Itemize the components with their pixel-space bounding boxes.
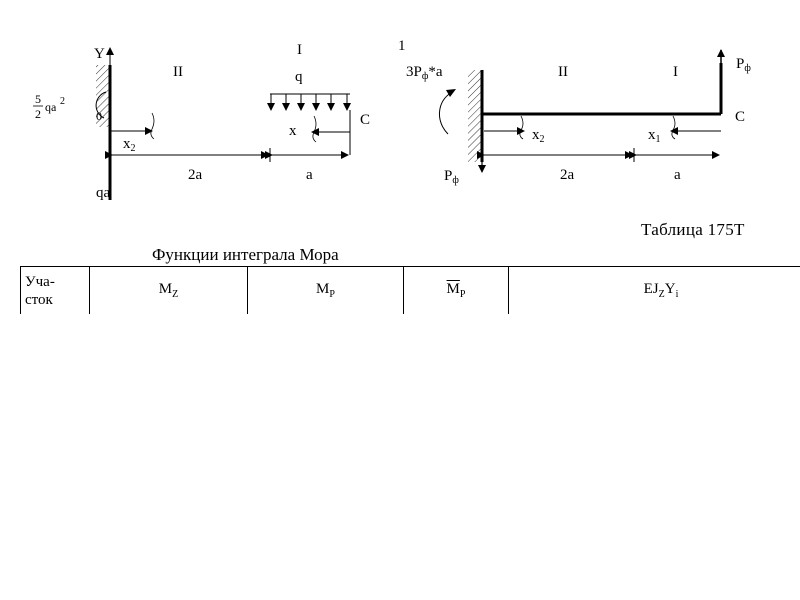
header-ejy-sub-z: Z bbox=[658, 289, 665, 300]
page-number: 1 bbox=[398, 38, 406, 54]
header-area: Уча- сток bbox=[20, 266, 90, 314]
left-span-short: a bbox=[306, 167, 313, 183]
left-reaction: qa bbox=[96, 185, 111, 201]
right-span-short: a bbox=[674, 167, 681, 183]
header-mp-sub: P bbox=[329, 289, 335, 300]
origin-label: 0 bbox=[96, 109, 102, 123]
right-moment-arc bbox=[439, 91, 453, 135]
moment-arc bbox=[95, 91, 107, 119]
header-area-line1: Уча- bbox=[25, 273, 55, 290]
x2-label: x2 bbox=[123, 136, 136, 154]
moment-frac-den: 2 bbox=[35, 107, 41, 121]
moment-frac-num: 5 bbox=[35, 92, 41, 106]
left-section-1: I bbox=[297, 42, 302, 58]
header-mp: MP bbox=[247, 266, 404, 314]
right-moment-head bbox=[446, 89, 456, 97]
x-label: x bbox=[289, 123, 297, 139]
left-span-long: 2a bbox=[188, 167, 203, 183]
right-moment-label: 3Pф*a bbox=[406, 64, 443, 82]
header-mp-bar: MP bbox=[403, 266, 509, 314]
header-area-line2: сток bbox=[25, 291, 53, 308]
header-mz-sub: Z bbox=[172, 289, 179, 300]
left-scheme: Y 5 2 qa 2 0 II I q C x x2 bbox=[33, 42, 370, 201]
right-section-1: I bbox=[673, 64, 678, 80]
right-section-2: II bbox=[558, 64, 568, 80]
header-mz: MZ bbox=[89, 266, 248, 314]
right-x1-cut bbox=[671, 115, 676, 140]
table-title: Функции интеграла Мора bbox=[152, 245, 339, 264]
header-ejy: EJZYi bbox=[508, 266, 800, 314]
left-section-2: II bbox=[173, 64, 183, 80]
header-mz-main: M bbox=[158, 281, 173, 297]
left-wall-hatch bbox=[96, 65, 110, 127]
x2-cut-mark bbox=[150, 112, 155, 140]
moment-rest: qa bbox=[45, 100, 57, 114]
reaction-label: Pф bbox=[444, 168, 459, 186]
header-ejy-sub-i: i bbox=[675, 289, 679, 300]
x-cut-mark bbox=[312, 115, 317, 143]
y-axis-label: Y bbox=[94, 46, 105, 62]
load-label-q: q bbox=[295, 69, 303, 85]
header-ejy-main: EJ bbox=[643, 281, 659, 297]
right-span-long: 2a bbox=[560, 167, 575, 183]
header-ejy-y: Y bbox=[664, 281, 676, 297]
right-point-c: C bbox=[735, 109, 745, 125]
header-mp-bar-sub: P bbox=[459, 289, 466, 300]
table-header-row: Уча- сток MZ MP MP EJZYi bbox=[20, 266, 800, 314]
header-mp-main: M bbox=[316, 281, 330, 297]
right-x2-cut bbox=[519, 115, 524, 140]
right-wall-hatch bbox=[468, 70, 482, 162]
beam-diagrams: 1 Y 5 2 qa 2 0 II I q C x bbox=[33, 38, 751, 201]
right-scheme: Pф C 3Pф*a Pф II I x2 x1 2a a bbox=[406, 49, 751, 186]
header-mp-bar-main: M bbox=[446, 281, 460, 297]
table-caption: Таблица 175Т bbox=[641, 220, 745, 239]
force-label: Pф bbox=[736, 56, 751, 74]
mohr-integral-table: Уча- сток MZ MP MP EJZYi bbox=[20, 266, 800, 314]
right-x1-label: x1 bbox=[648, 127, 661, 145]
moment-exp: 2 bbox=[60, 96, 65, 107]
right-x2-label: x2 bbox=[532, 127, 545, 145]
left-point-c: C bbox=[360, 112, 370, 128]
